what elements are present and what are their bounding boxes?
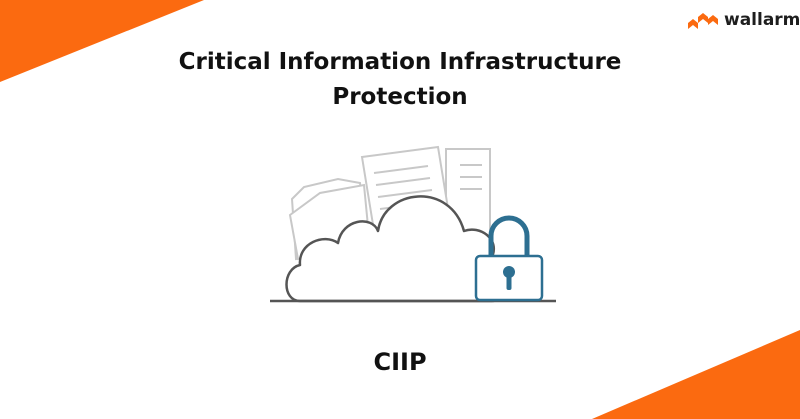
title-line-2: Protection [332, 84, 468, 110]
logo-wordmark: wallarm [724, 9, 800, 30]
page-title: Critical Information Infrastructure Prot… [100, 45, 700, 115]
cloud-security-illustration [270, 145, 556, 303]
wallarm-logo-icon [688, 13, 718, 29]
padlock-icon [474, 215, 544, 302]
acronym-label: CIIP [373, 348, 427, 376]
title-line-1: Critical Information Infrastructure [178, 49, 622, 75]
wallarm-logo[interactable]: wallarm [688, 8, 800, 32]
